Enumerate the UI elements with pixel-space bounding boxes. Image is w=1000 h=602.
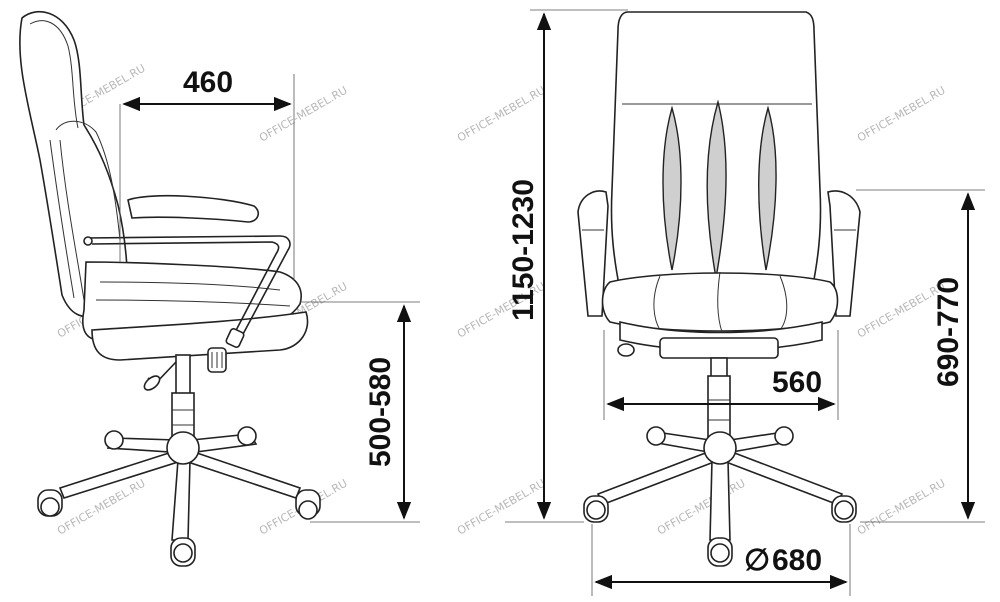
side-gas-lift: [175, 354, 191, 396]
depth-label: 460: [183, 66, 233, 99]
width-label: 560: [772, 366, 822, 399]
dimension-lines: [119, 9, 985, 596]
front-casters: [583, 426, 857, 567]
watermark: OFFICE-MEBEL.RU: [655, 477, 748, 538]
total-height-label: 1150-1230: [507, 179, 540, 321]
watermark: OFFICE-MEBEL.RU: [257, 84, 350, 145]
dimension-labels: 460 500-580 1150-1230 690-770 560 ∅ 680: [183, 66, 965, 577]
watermark: OFFICE-MEBEL.RU: [855, 477, 948, 538]
front-view-chair: [577, 11, 861, 567]
base-diameter-label: 680: [772, 544, 822, 577]
armrest-height-label: 690-770: [932, 277, 965, 387]
front-mesh-strip: [662, 105, 682, 271]
watermark: OFFICE-MEBEL.RU: [455, 84, 548, 145]
front-armrest-right: [827, 190, 861, 317]
front-seat: [601, 272, 839, 332]
watermark: OFFICE-MEBEL.RU: [855, 84, 948, 145]
side-armrest-frame: [85, 235, 291, 339]
front-gas-lift: [710, 357, 728, 379]
side-armrest-pad: [127, 194, 260, 223]
side-casters: [37, 426, 321, 567]
watermark: OFFICE-MEBEL.RU: [455, 477, 548, 538]
seat-height-label: 500-580: [364, 357, 397, 467]
diameter-symbol: ∅: [744, 544, 770, 577]
front-mesh-strip: [758, 105, 777, 271]
front-armrest-left: [577, 190, 609, 317]
side-view-chair: [19, 10, 321, 567]
